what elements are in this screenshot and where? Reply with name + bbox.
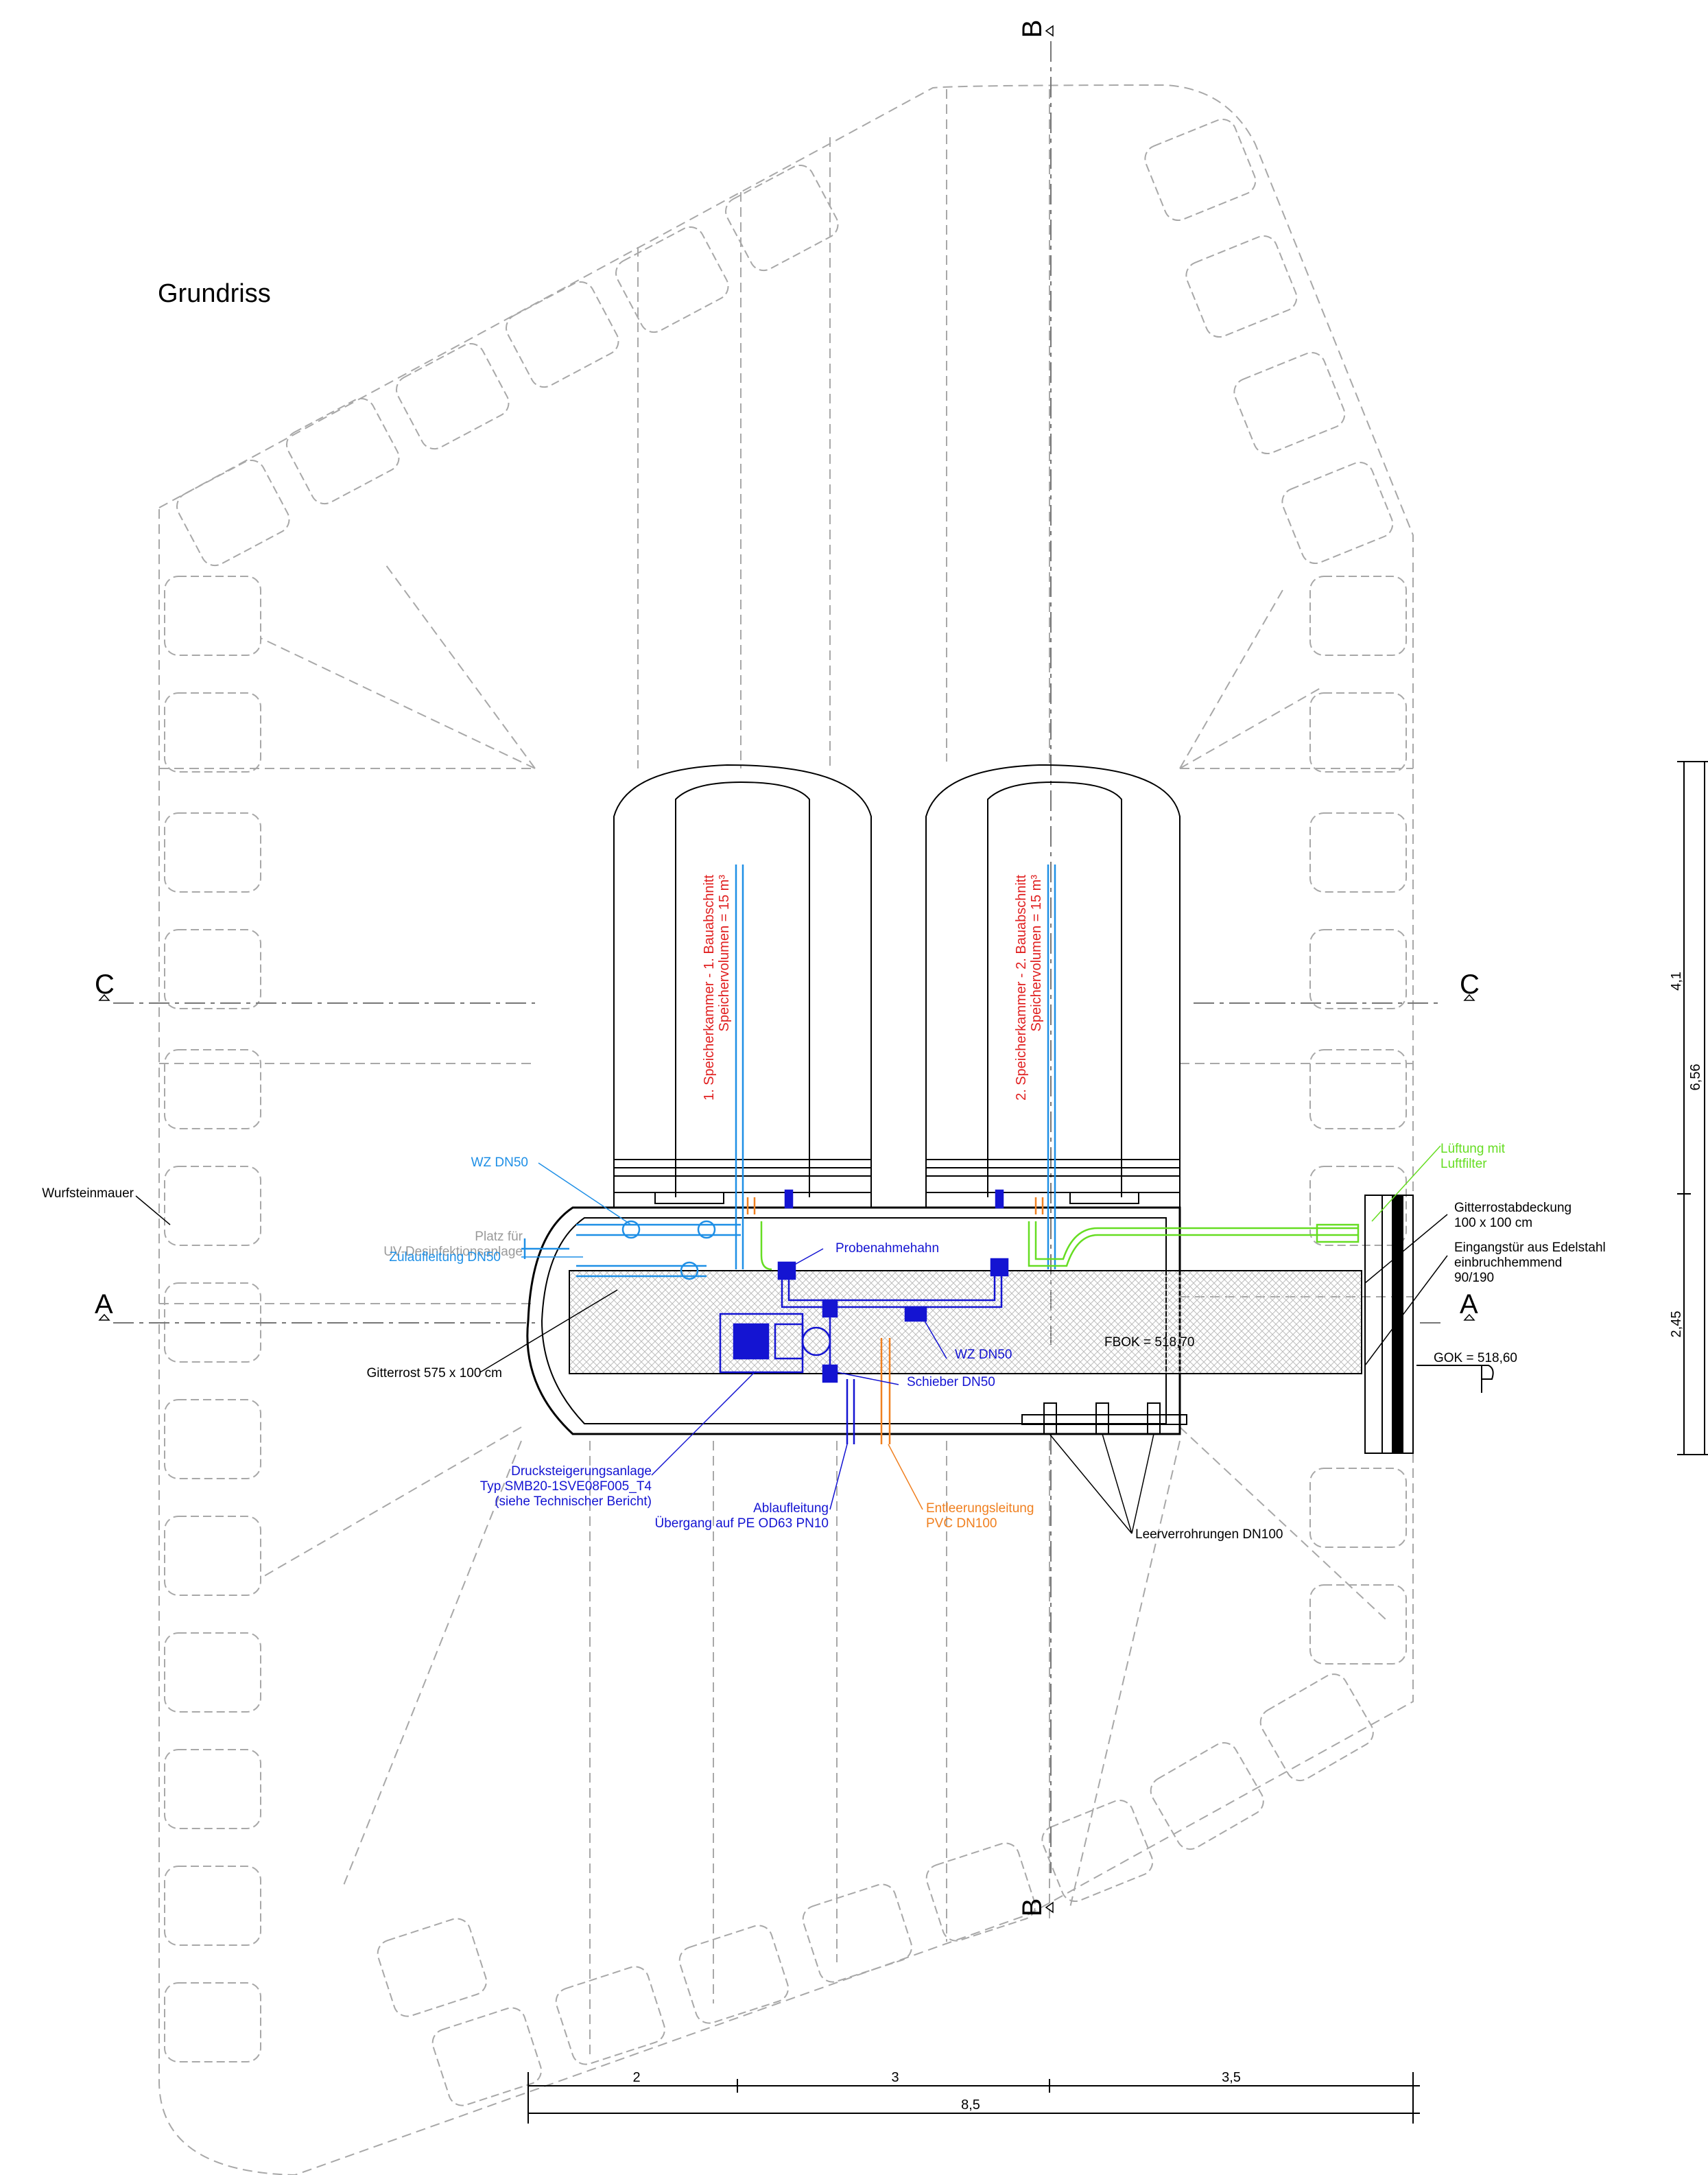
label-schieber: Schieber DN50 (907, 1375, 995, 1389)
label-platz-line1: Platz für (475, 1230, 523, 1244)
label-zulaufleitung: Zulaufleitung DN50 (389, 1250, 501, 1265)
label-wz-dn50-top: WZ DN50 (471, 1155, 528, 1170)
label-wz-dn50-mid: WZ DN50 (955, 1348, 1012, 1362)
label-lueftung-line2: Luftfilter (1440, 1157, 1487, 1171)
label-gitterrostabdeckung-line1: Gitterrostabdeckung (1454, 1201, 1571, 1215)
chamber-1-label-line1: 1. Speicherkammer - 1. Bauabschnitt (702, 875, 717, 1101)
section-label-b-top: B (1017, 20, 1047, 38)
wall-stones (164, 119, 1407, 2106)
section-markers (98, 25, 1475, 1914)
stone-wall (158, 84, 1414, 2175)
label-lueftung-line1: Lüftung mit (1440, 1142, 1506, 1156)
label-entleerung-line2: PVC DN100 (926, 1516, 997, 1531)
section-label-a-right: A (1460, 1289, 1478, 1319)
section-lines (113, 41, 1440, 1873)
piping-light-blue (521, 865, 1056, 1280)
label-druck-line1: Drucksteigerungsanlage (511, 1464, 652, 1479)
label-tuer-line1: Eingangstür aus Edelstahl (1454, 1241, 1606, 1255)
piping-dark-blue (719, 1189, 1009, 1444)
piping-green (760, 1221, 1360, 1271)
section-label-c-left: C (95, 969, 115, 1000)
label-fbok: FBOK = 518,70 (1104, 1335, 1195, 1350)
label-wurfsteinmauer: Wurfsteinmauer (42, 1186, 134, 1201)
chamber-1-label-line2: Speichervolumen = 15 m³ (717, 875, 732, 1032)
dim-bottom-seg3: 3,5 (1222, 2070, 1241, 2085)
section-label-a-left: A (95, 1289, 113, 1319)
label-probenahmehahn: Probenahmehahn (835, 1241, 939, 1256)
label-ablauf-line1: Ablaufleitung (753, 1501, 829, 1516)
chamber-2-label-line1: 2. Speicherkammer - 2. Bauabschnitt (1014, 875, 1029, 1101)
label-gok: GOK = 518,60 (1434, 1351, 1517, 1365)
label-leerverrohrung: Leerverrohrungen DN100 (1135, 1527, 1283, 1542)
label-druck-line2: Typ SMB20-1SVE08F005_T4 (480, 1479, 652, 1494)
label-tuer-line3: 90/190 (1454, 1271, 1494, 1285)
label-druck-line3: (siehe Technischer Bericht) (495, 1494, 652, 1509)
dim-right-seg2: 2,45 (1669, 1311, 1684, 1338)
page-title: Grundriss (158, 279, 271, 308)
dim-right-seg1: 4,1 (1669, 972, 1684, 991)
piping-orange (746, 1197, 1044, 1444)
dim-bottom-seg1: 2 (632, 2070, 640, 2085)
dim-bottom-seg2: 3 (891, 2070, 899, 2085)
section-label-c-right: C (1460, 969, 1480, 1000)
chamber-2-label-line2: Speichervolumen = 15 m³ (1029, 875, 1044, 1032)
section-label-b-bottom: B (1017, 1898, 1047, 1917)
building (526, 764, 1494, 1454)
dim-bottom-total: 8,5 (961, 2097, 980, 2113)
label-ablauf-line2: Übergang auf PE OD63 PN10 (655, 1516, 829, 1531)
dimension-lines (527, 761, 1708, 2124)
leader-lines (135, 1145, 1448, 1534)
label-platz-line2: UV-Desinfektionsanlage (383, 1245, 523, 1259)
dim-right-total: 6,56 (1688, 1064, 1703, 1091)
label-gitterrost: Gitterrost 575 x 100 cm (367, 1366, 502, 1380)
label-entleerung-line1: Entleerungsleitung (926, 1501, 1034, 1516)
label-tuer-line2: einbruchhemmend (1454, 1256, 1562, 1270)
label-gitterrostabdeckung-line2: 100 x 100 cm (1454, 1216, 1532, 1230)
